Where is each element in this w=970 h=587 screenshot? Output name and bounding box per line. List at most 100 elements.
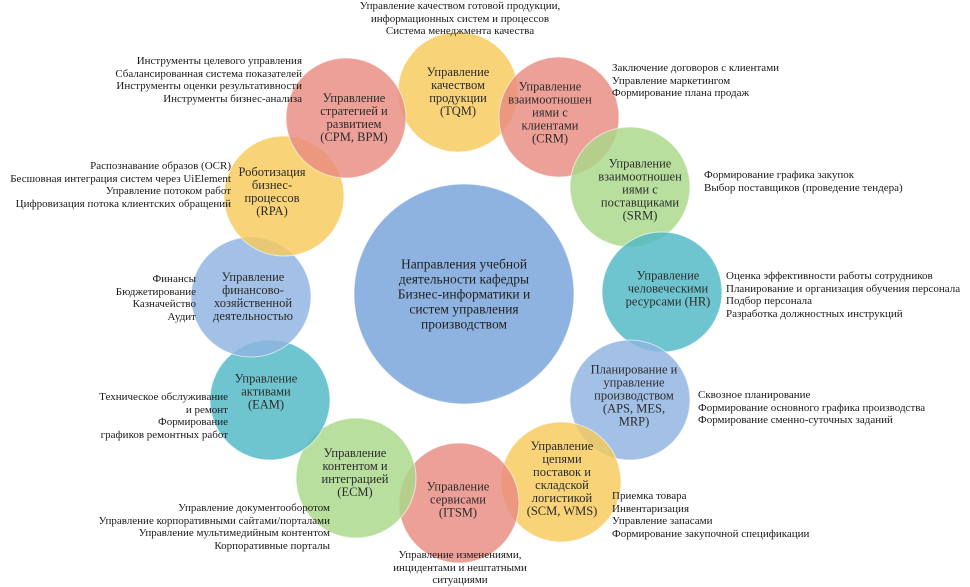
aps-circle (569, 339, 691, 461)
text-line: Бесшовная интеграция систем через UiElem… (10, 172, 231, 185)
text-line: (ITSM) (438, 505, 478, 520)
text-line: производством (594, 388, 674, 403)
text-line: (ECM) (337, 485, 373, 499)
text-line: Управление (234, 371, 298, 386)
text-line: контентом и (322, 459, 388, 473)
text-line: MRP) (618, 414, 650, 429)
text-line: сервисами (430, 492, 486, 507)
text-line: иями с (622, 182, 658, 197)
text-line: логистикой (531, 491, 593, 505)
text-line: Сбалансированная система показателей (115, 67, 302, 80)
text-line: Сквозное планирование (698, 389, 811, 401)
text-line: Управление (636, 268, 700, 283)
text-line: активами (241, 384, 291, 399)
text-line: Планирование и организация обучения перс… (726, 282, 961, 295)
text-line: Управление мультимедийным контентом (138, 527, 330, 540)
text-line: хозяйственной (213, 296, 293, 310)
text-line: (APS, MES, (602, 401, 666, 416)
text-line: управление (603, 375, 665, 390)
text-line: Формирование графика закупок (704, 169, 855, 181)
text-line: информационных систем и процессов (370, 12, 550, 25)
text-line: человеческими (627, 281, 709, 296)
text-line: (CRM) (531, 131, 569, 146)
text-line: Формирование плана продаж (612, 87, 750, 100)
text-line: взаимоотношен (508, 92, 592, 107)
text-line: Направления учебной (400, 256, 528, 272)
text-line: Техническое обслуживание (99, 391, 228, 403)
text-line: качеством (431, 78, 485, 92)
text-line: Управление (323, 446, 387, 460)
text-line: Инструменты оценки результативности (116, 80, 302, 93)
text-line: поставщиками (600, 195, 680, 210)
text-line: Роботизация (238, 165, 306, 179)
text-line: (RPA) (256, 204, 288, 218)
text-line: деятельности кафедры (398, 271, 530, 287)
text-line: Управление документооборотом (178, 502, 330, 514)
text-line: (CPM, BPM) (320, 130, 388, 144)
text-line: бизнес- (251, 178, 293, 192)
text-line: стратегией и (320, 104, 388, 118)
text-line: Управление (608, 156, 672, 171)
text-line: систем управления (409, 301, 519, 317)
text-line: Оценка эффективности работы сотрудников (726, 270, 933, 282)
text-line: инцидентами и нештатными (393, 561, 527, 574)
text-line: Инвентаризация (612, 502, 689, 515)
text-line: Управление корпоративными сайтами/портал… (98, 514, 330, 527)
itsm-annotation: Управление изменениями,инцидентами и неш… (393, 549, 527, 587)
text-line: Управление (322, 91, 386, 105)
text-line: и ремонт (185, 403, 228, 416)
tqm-annotation: Управление качеством готовой продукции,и… (360, 0, 560, 38)
text-line: Управление потоком работ (105, 185, 231, 198)
text-line: Формирование сменно-суточных заданий (698, 414, 893, 427)
text-line: цепями (542, 452, 582, 466)
text-line: графиков ремонтных работ (100, 428, 228, 441)
text-line: Управление запасами (612, 515, 713, 528)
text-line: Управление (518, 79, 582, 94)
text-line: взаимоотношен (598, 169, 682, 184)
cpm-circle (285, 57, 407, 179)
text-line: клиентами (521, 118, 579, 133)
text-line: Управление (221, 270, 285, 284)
text-line: Корпоративные порталы (214, 539, 330, 552)
ecm-circle (295, 417, 417, 539)
text-line: продукции (429, 91, 487, 105)
text-line: Инструменты целевого управления (136, 55, 302, 67)
text-line: Управление (530, 439, 594, 453)
text-line: Финансы (152, 273, 196, 285)
text-line: Бизнес-информатики и (397, 286, 531, 302)
text-line: Цифровизация потока клиентских обращений (15, 197, 231, 210)
text-line: интеграцией (321, 472, 389, 486)
text-line: Приемка товара (612, 490, 687, 502)
text-line: поставок и (533, 465, 591, 479)
text-line: Формирование (158, 416, 228, 429)
text-line: Формирование закупочной спецификации (612, 527, 810, 540)
text-line: (SRM) (622, 208, 658, 223)
text-line: Управление (426, 479, 490, 494)
text-line: Разработка должностных инструкций (726, 307, 903, 320)
text-line: Инструменты бизнес-анализа (163, 92, 302, 105)
text-line: Управление изменениями, (398, 549, 522, 561)
text-line: финансово- (222, 283, 284, 297)
text-line: Управление (426, 65, 490, 79)
text-line: Система менеджмента качества (385, 25, 535, 38)
